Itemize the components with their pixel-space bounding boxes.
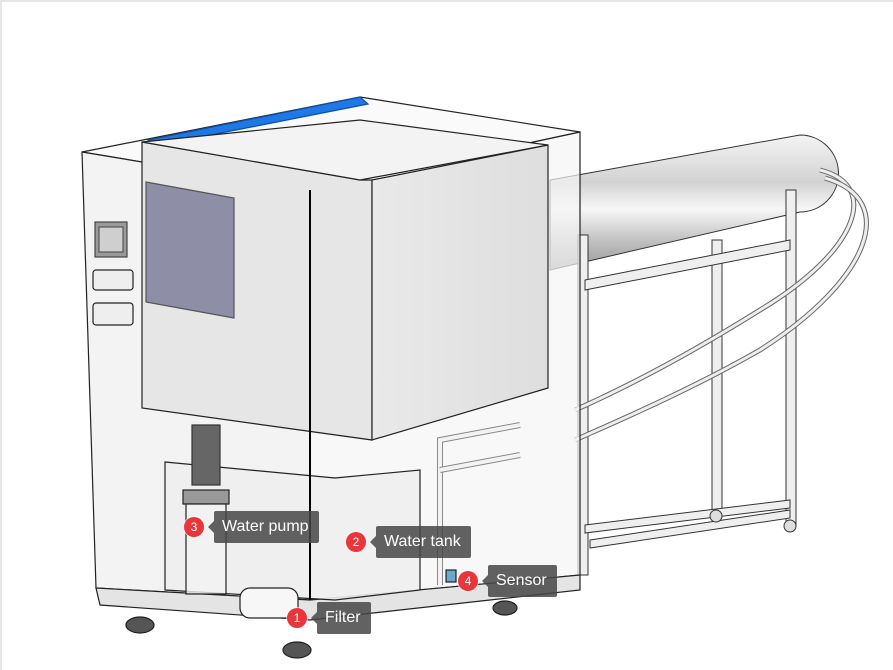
hotspot-water-pump[interactable]: 3 Water pump [184, 511, 319, 543]
hotspot-label: Sensor [482, 565, 557, 597]
hotspot-sensor[interactable]: 4 Sensor [458, 565, 557, 597]
hotspot-label: Water tank [370, 526, 471, 558]
main-cabinet [81, 96, 581, 659]
hotspot-badge: 4 [458, 571, 478, 591]
hotspot-badge: 2 [346, 532, 366, 552]
hotspot-badge: 3 [184, 517, 204, 537]
hotspot-water-tank[interactable]: 2 Water tank [346, 526, 471, 558]
hotspot-label: Filter [311, 602, 371, 634]
drying-tube-assembly [549, 134, 869, 576]
hotspot-label: Water pump [208, 511, 319, 543]
hotspot-badge: 1 [287, 608, 307, 628]
hotspot-filter[interactable]: 1 Filter [287, 602, 371, 634]
